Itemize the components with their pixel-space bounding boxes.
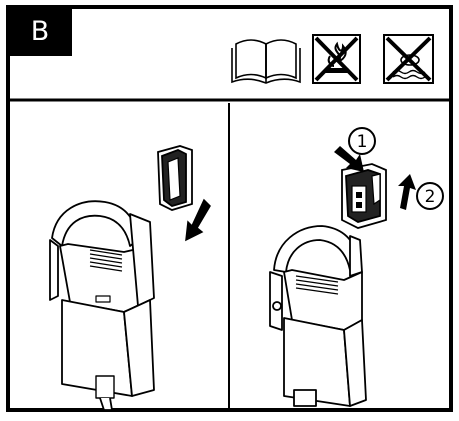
step-1-label: 1 bbox=[357, 132, 368, 152]
step-2-marker: 2 bbox=[417, 183, 443, 209]
no-fire-icon bbox=[313, 35, 360, 83]
lift-arrow-icon bbox=[398, 174, 416, 210]
insert-arrow-icon bbox=[186, 200, 210, 240]
battery-pack bbox=[158, 146, 192, 210]
insert-battery-panel bbox=[50, 201, 154, 410]
step-2-label: 2 bbox=[425, 187, 436, 207]
step-1-marker: 1 bbox=[349, 128, 375, 154]
section-badge: B bbox=[8, 7, 72, 56]
battery-pack bbox=[342, 164, 386, 228]
remove-battery-panel bbox=[270, 226, 366, 406]
no-water-icon bbox=[384, 35, 433, 83]
read-manual-icon bbox=[232, 40, 300, 83]
